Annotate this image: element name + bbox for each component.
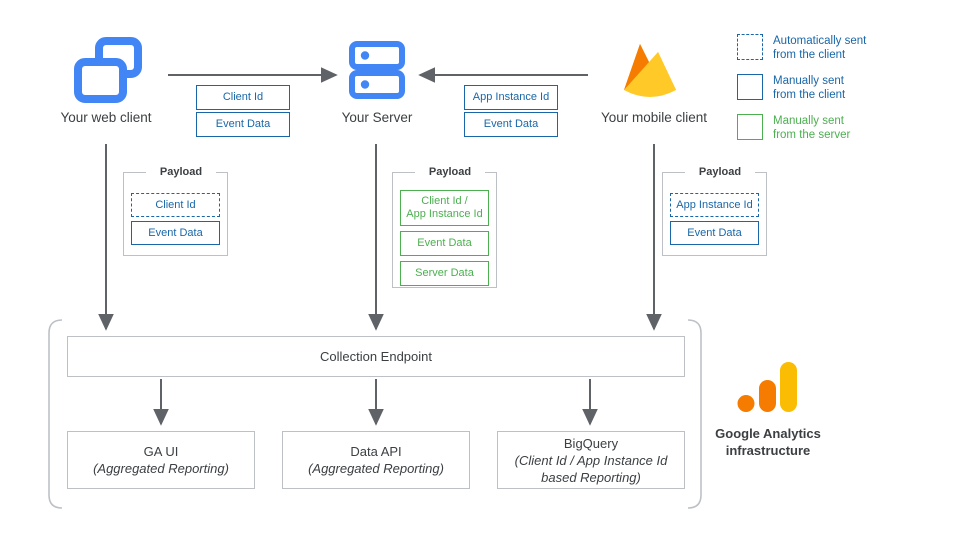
- ga-caption-line2: infrastructure: [725, 443, 811, 458]
- ga-infrastructure-caption: Google Analytics infrastructure: [692, 425, 844, 459]
- payload-mobile-item-event-data: Event Data: [670, 221, 759, 245]
- collection-endpoint-box: Collection Endpoint: [67, 336, 685, 377]
- payload-mobile-item-app-instance-id: App Instance Id: [670, 193, 759, 217]
- legend-swatch-solid-green: [737, 114, 763, 140]
- legend-auto-client-line2: from the client: [773, 49, 846, 61]
- transport-chip-app-instance-id: App Instance Id: [464, 85, 558, 110]
- legend-manual-client-line2: from the client: [773, 89, 846, 101]
- payload-web-title: Payload: [146, 166, 216, 178]
- infra-bracket-left: [48, 319, 63, 509]
- legend-text-manual-client: Manually sent from the client: [773, 74, 845, 102]
- payload-server-item-event-data: Event Data: [400, 231, 489, 256]
- payload-mobile-title: Payload: [685, 166, 755, 178]
- legend-manual-client-line1: Manually sent: [773, 75, 844, 87]
- server-label: Your Server: [341, 110, 413, 125]
- ga-caption-line1: Google Analytics: [715, 426, 821, 441]
- legend-manual-server-line1: Manually sent: [773, 115, 844, 127]
- payload-web-item-client-id: Client Id: [131, 193, 220, 217]
- legend-swatch-solid-blue: [737, 74, 763, 100]
- legend-text-manual-server: Manually sent from the server: [773, 114, 850, 142]
- web-client-label: Your web client: [60, 110, 152, 125]
- output-box-ga-ui: GA UI (Aggregated Reporting): [67, 431, 255, 489]
- payload-server-item-server-data: Server Data: [400, 261, 489, 286]
- infra-bracket-right: [687, 319, 702, 509]
- output-box-bigquery: BigQuery (Client Id / App Instance Id ba…: [497, 431, 685, 489]
- payload-server-item-ids: Client Id / App Instance Id: [400, 190, 489, 226]
- mobile-client-label: Your mobile client: [600, 110, 708, 125]
- output-bigquery-subtitle-line1: (Client Id / App Instance Id: [514, 452, 668, 468]
- payload-web-item-event-data: Event Data: [131, 221, 220, 245]
- google-analytics-icon: [737, 362, 797, 412]
- firebase-flame-icon: [624, 44, 676, 97]
- payload-server-item-ids-line2: App Instance Id: [406, 208, 483, 220]
- transport-chip-client-id: Client Id: [196, 85, 290, 110]
- payload-server-title: Payload: [415, 166, 485, 178]
- payload-server-item-ids-line1: Client Id /: [421, 195, 468, 207]
- output-bigquery-title: BigQuery: [563, 435, 619, 451]
- legend-auto-client-line1: Automatically sent: [773, 35, 867, 47]
- output-box-data-api: Data API (Aggregated Reporting): [282, 431, 470, 489]
- output-data-api-subtitle: (Aggregated Reporting): [308, 461, 444, 476]
- output-bigquery-subtitle-line2: based Reporting): [541, 469, 641, 485]
- output-ga-ui-subtitle: (Aggregated Reporting): [93, 461, 229, 476]
- transport-chip-event-data-mobile: Event Data: [464, 112, 558, 137]
- windows-icon: [74, 37, 142, 103]
- transport-chip-event-data: Event Data: [196, 112, 290, 137]
- server-icon: [349, 41, 405, 99]
- legend-text-auto-client: Automatically sent from the client: [773, 34, 866, 62]
- output-ga-ui-title: GA UI: [143, 444, 179, 459]
- legend-manual-server-line2: from the server: [773, 129, 851, 141]
- output-data-api-title: Data API: [350, 444, 402, 459]
- legend-swatch-dashed-blue: [737, 34, 763, 60]
